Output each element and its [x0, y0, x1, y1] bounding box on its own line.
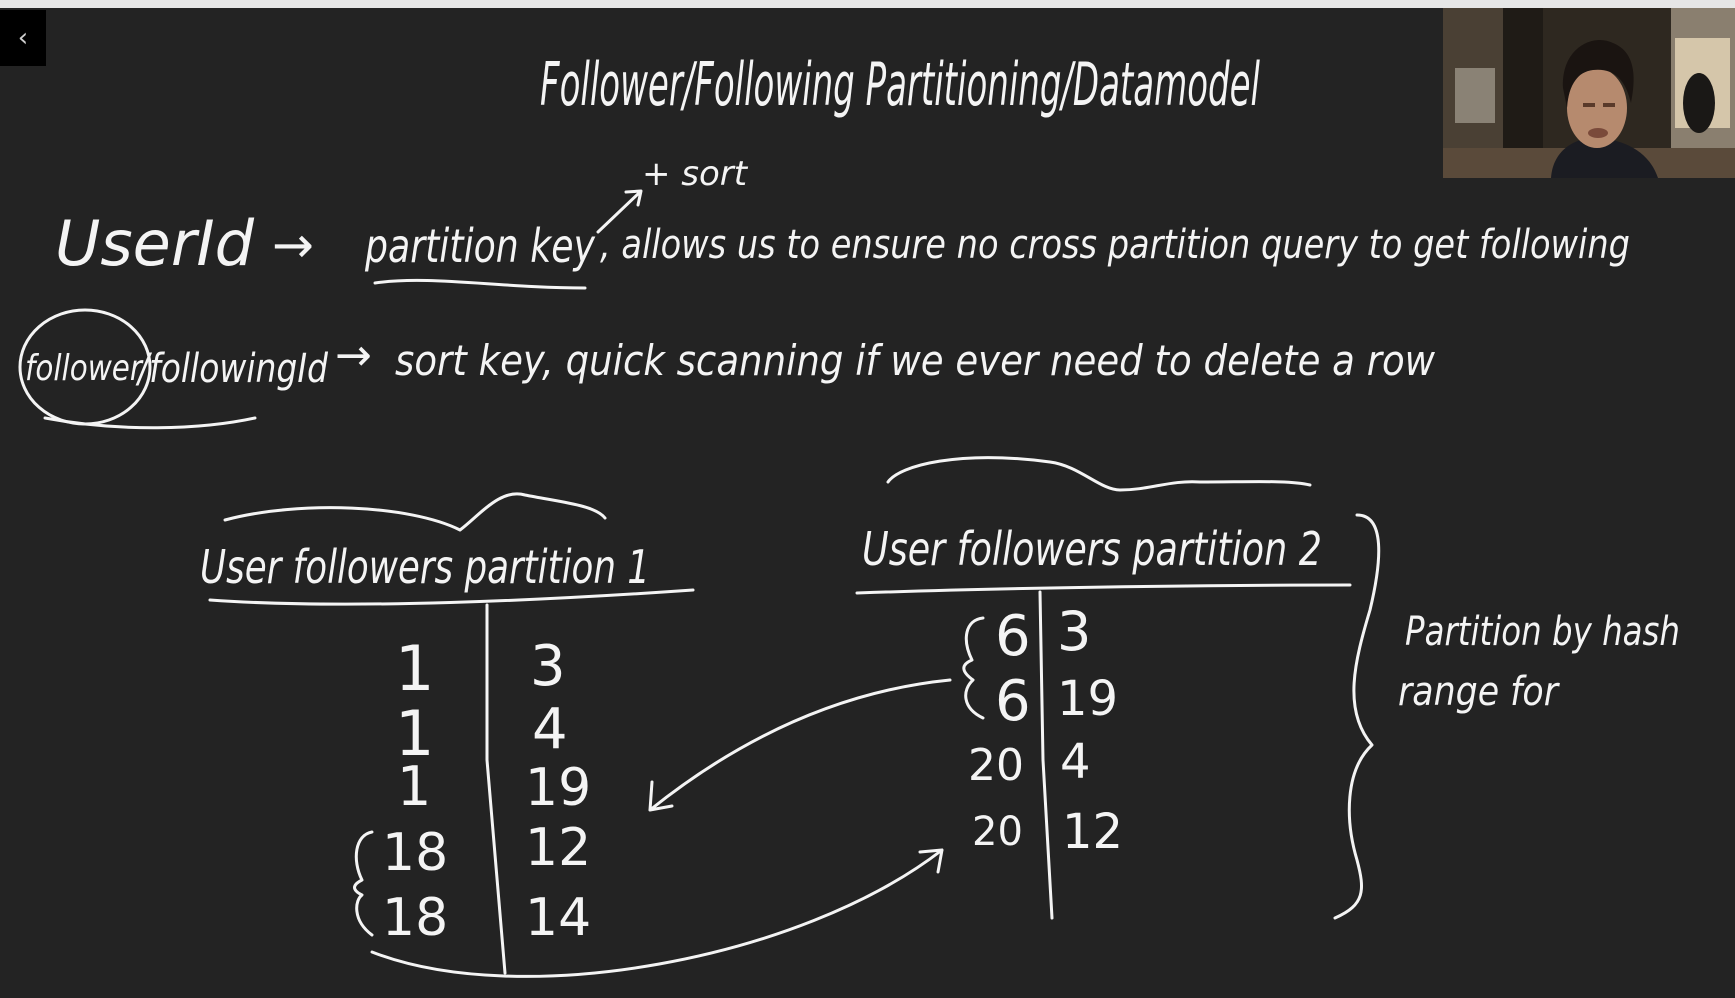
line2-description: sort key, quick scanning if we ever need…	[395, 336, 1436, 385]
following-id-label: /followingId	[136, 346, 329, 392]
arrow-icon: →	[272, 216, 314, 274]
table2-cell: 19	[1057, 671, 1118, 727]
arrow-to-partition1	[648, 678, 952, 812]
table1-cell: 12	[525, 818, 591, 878]
table1-rows: 1 3 1 4 1 19 18 12 18 14	[382, 632, 591, 948]
table1-cell: 18	[382, 823, 448, 883]
table1-header-line	[208, 588, 695, 606]
table2-divider	[1038, 590, 1054, 920]
table1-cell: 14	[525, 888, 591, 948]
webcam-image	[1443, 8, 1735, 178]
table2-cell: 20	[968, 740, 1024, 791]
table1-cell: 1	[395, 697, 434, 770]
line1-description: , allows us to ensure no cross partition…	[600, 222, 1630, 268]
table1-divider	[485, 603, 507, 975]
table1-row-brace	[353, 830, 374, 937]
partition-key-underline	[373, 278, 587, 290]
table1-cell: 1	[397, 755, 431, 818]
arrow-to-partition2	[370, 848, 944, 978]
table2-cell: 4	[1060, 734, 1091, 790]
table1-cell: 19	[525, 758, 591, 818]
side-note-line1: Partition by hash	[1405, 609, 1680, 655]
following-underline	[43, 416, 257, 430]
table2-rows: 6 3 6 19 20 4 20 12	[968, 600, 1123, 860]
table1-cell: 1	[395, 632, 434, 705]
arrow-icon: →	[335, 330, 372, 381]
side-note-line2: range for	[1398, 669, 1560, 715]
table2-cell: 20	[972, 809, 1023, 855]
table2-cell: 6	[995, 669, 1031, 734]
partition-key-label: partition key	[364, 219, 595, 273]
table2-row-brace	[962, 616, 985, 720]
table1-title: User followers partition 1	[200, 540, 650, 594]
sort-arrow	[596, 189, 643, 234]
webcam-video	[1443, 8, 1735, 178]
chevron-left-icon: ‹	[17, 23, 29, 53]
page-title: Follower/Following Partitioning/Datamode…	[540, 50, 1260, 120]
table1-brace	[223, 492, 607, 532]
table2-header-line	[855, 583, 1352, 595]
table2-title: User followers partition 2	[862, 522, 1322, 576]
table1-cell: 3	[530, 634, 566, 699]
sort-note: + sort	[642, 154, 749, 194]
table2-brace	[886, 456, 1312, 492]
follower-label: follower	[25, 348, 144, 389]
table1-cell: 18	[382, 888, 448, 948]
top-bar	[0, 0, 1735, 8]
back-button[interactable]: ‹	[0, 10, 46, 66]
table1-cell: 4	[532, 697, 568, 762]
partition-brace	[1333, 513, 1381, 920]
table2-cell: 6	[995, 604, 1031, 669]
userid-label: UserId	[55, 207, 255, 280]
table2-cell: 3	[1057, 600, 1091, 663]
table2-cell: 12	[1062, 804, 1123, 860]
